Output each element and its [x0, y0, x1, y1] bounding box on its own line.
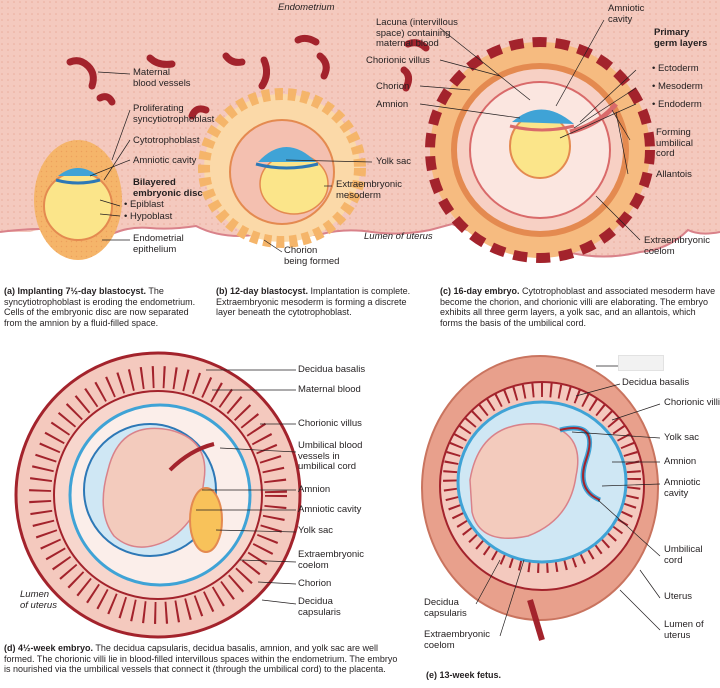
label-endoderm: • Endoderm — [652, 99, 702, 110]
label-chorionic-villus-d: Chorionic villus — [298, 418, 362, 429]
label-lumen-of-uterus-b: Lumen of uterus — [364, 231, 433, 242]
label-decidua-basalis-d: Decidua basalis — [298, 364, 366, 375]
label-extraembryonic-coelom-e: Extraembryonic coelom — [424, 629, 490, 651]
label-amnion-c: Amnion — [376, 99, 409, 110]
caption-a-text: The syncytiotrophoblast is eroding the e… — [4, 286, 196, 328]
label-amniotic-cavity-d: Amniotic cavity — [298, 504, 362, 515]
label-amnion-e: Amnion — [664, 456, 697, 467]
embryo-c — [425, 37, 655, 263]
label-extraembryonic-coelom-c: Extraembryonic coelom — [644, 235, 710, 257]
blank-label-box — [618, 355, 664, 371]
label-chorion-c: Chorion — [376, 81, 410, 92]
blastocyst-a — [34, 140, 122, 260]
label-yolk-sac-b: Yolk sac — [376, 156, 412, 167]
caption-a-title: (a) Implanting 7½-day blastocyst. — [4, 286, 147, 296]
leader-lines — [89, 19, 661, 637]
label-endometrial-epithelium: Endometrial epithelium — [133, 233, 184, 255]
embryo-d — [14, 351, 302, 639]
label-cytotrophoblast: Cytotrophoblast — [133, 135, 200, 146]
caption-b-text: Implantation is complete. Extraembryonic… — [216, 286, 411, 318]
label-epiblast: • Epiblast — [124, 199, 164, 210]
fetus-e — [421, 355, 659, 641]
caption-c: (c) 16-day embryo. Cytotrophoblast and a… — [440, 286, 716, 328]
label-lumen-of-uterus-d: Lumen of uterus — [20, 589, 57, 611]
caption-b-title: (b) 12-day blastocyst. — [216, 286, 309, 296]
caption-d-title: (d) 4½-week embryo. — [4, 643, 94, 653]
caption-c-text: Cytotrophoblast and associated mesoderm … — [440, 286, 716, 328]
caption-e-title: (e) 13-week fetus. — [426, 670, 502, 680]
label-maternal-blood: Maternal blood — [298, 384, 361, 395]
label-umbilical-blood-vessels: Umbilical blood vessels in umbilical cor… — [298, 440, 363, 472]
caption-b: (b) 12-day blastocyst. Implantation is c… — [216, 286, 416, 318]
caption-d-text: The decidua capsularis, decidua basalis,… — [4, 643, 398, 675]
caption-e: (e) 13-week fetus. — [426, 670, 626, 681]
label-amniotic-cavity-c: Amniotic cavity — [608, 3, 645, 25]
label-chorion-d: Chorion — [298, 578, 332, 589]
caption-a: (a) Implanting 7½-day blastocyst. The sy… — [4, 286, 200, 328]
label-maternal-blood-vessels: Maternal blood vessels — [133, 67, 191, 89]
label-decidua-basalis-e: Decidua basalis — [622, 377, 690, 388]
label-primary-germ-layers: Primary germ layers — [654, 27, 708, 49]
caption-d: (d) 4½-week embryo. The decidua capsular… — [4, 643, 404, 687]
label-chorionic-villus-c: Chorionic villus — [366, 55, 430, 66]
label-allantois: Allantois — [656, 169, 692, 180]
label-decidua-capsularis-d: Decidua capsularis — [298, 596, 341, 618]
label-forming-umbilical-cord: Forming umbilical cord — [656, 127, 693, 159]
label-lacuna: Lacuna (intervillous space) containing m… — [376, 17, 458, 49]
label-hypoblast: • Hypoblast — [124, 211, 173, 222]
label-amniotic-cavity-e: Amniotic cavity — [664, 477, 701, 499]
label-decidua-capsularis-e: Decidua capsularis — [424, 597, 467, 619]
label-yolk-sac-d: Yolk sac — [298, 525, 334, 536]
label-ectoderm: • Ectoderm — [652, 63, 699, 74]
label-yolk-sac-e: Yolk sac — [664, 432, 700, 443]
caption-c-title: (c) 16-day embryo. — [440, 286, 520, 296]
label-endometrium: Endometrium — [278, 2, 335, 13]
maternal-blood-vessels — [66, 34, 430, 120]
label-amnion-d: Amnion — [298, 484, 331, 495]
label-extraembryonic-coelom-d: Extraembryonic coelom — [298, 549, 364, 571]
label-uterus-e: Uterus — [664, 591, 692, 602]
blastocyst-b — [198, 88, 366, 248]
label-umbilical-cord-e: Umbilical cord — [664, 544, 703, 566]
label-mesoderm: • Mesoderm — [652, 81, 703, 92]
label-amniotic-cavity-a: Amniotic cavity — [133, 155, 197, 166]
label-syncytiotrophoblast: Proliferating syncytiotrophoblast — [133, 103, 215, 125]
label-extraembryonic-mesoderm: Extraembryonic mesoderm — [336, 179, 402, 201]
label-bilayered-disc: Bilayered embryonic disc — [133, 177, 203, 199]
label-chorionic-villi-e: Chorionic villi — [664, 397, 720, 408]
label-chorion-being-formed: Chorion being formed — [284, 245, 340, 267]
label-lumen-of-uterus-e: Lumen of uterus — [664, 619, 704, 641]
